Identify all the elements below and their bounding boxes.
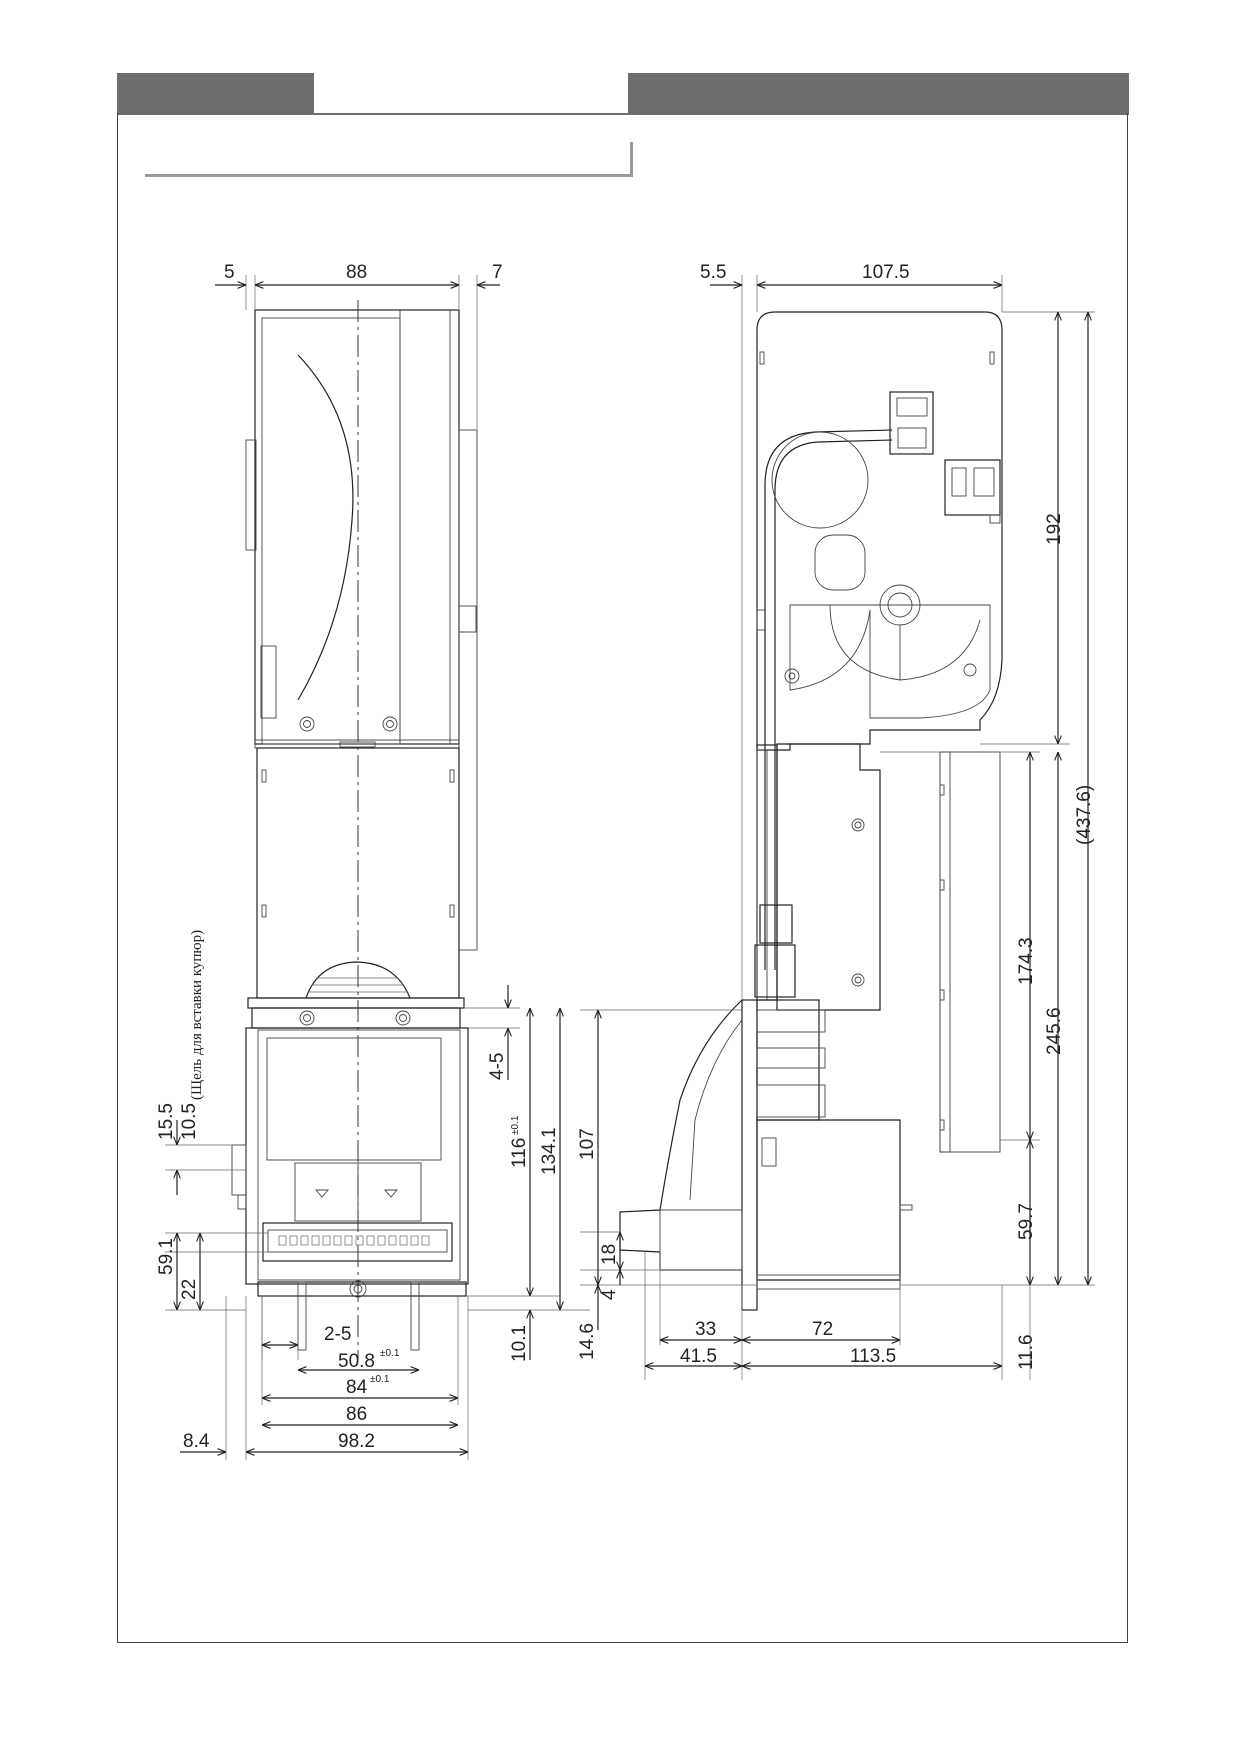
dim-116: 116 — [509, 1138, 530, 1168]
dim-14-6: 14.6 — [577, 1323, 598, 1360]
section-title-underline — [145, 142, 633, 177]
dim-86: 86 — [346, 1404, 367, 1425]
dim-50-8: 50.8 — [338, 1351, 375, 1372]
dim-left-margin: 5 — [224, 262, 235, 283]
dim-10-5: 10.5 — [179, 1103, 200, 1140]
dim-2-5: 2-5 — [324, 1324, 351, 1345]
dim-116-tolerance: ±0.1 — [510, 1115, 521, 1135]
dim-84-tolerance: ±0.1 — [370, 1374, 390, 1385]
header-bar-left — [117, 73, 314, 115]
dim-body-width: 88 — [346, 262, 367, 283]
dim-10-1: 10.1 — [509, 1325, 530, 1362]
dim-33: 33 — [695, 1319, 716, 1340]
dim-15-5: 15.5 — [156, 1103, 177, 1140]
dim-8-4: 8.4 — [183, 1431, 210, 1452]
side-view: 5.5 107.5 192 (437.6) 174.3 245.6 59.7 1… — [577, 262, 1095, 1380]
page-frame — [117, 113, 1128, 1643]
dim-107-5: 107.5 — [862, 262, 910, 283]
dim-192: 192 — [1044, 513, 1065, 545]
banknote-slot-note: (Щель для вставки купюр) — [189, 930, 205, 1100]
dim-174-3: 174.3 — [1016, 937, 1037, 985]
dim-113-5: 113.5 — [850, 1346, 896, 1367]
dim-5-5: 5.5 — [700, 262, 726, 283]
header-bar-right — [628, 73, 1129, 115]
front-view: 5 88 7 15.5 10.5 59.1 22 (Щель для встав… — [156, 262, 590, 1460]
dim-437-6: (437.6) — [1074, 785, 1095, 845]
dim-84: 84 — [346, 1377, 368, 1398]
dim-right-margin: 7 — [492, 262, 503, 283]
dim-59-1: 59.1 — [156, 1238, 177, 1275]
dim-72: 72 — [812, 1319, 833, 1340]
dim-18: 18 — [599, 1244, 620, 1265]
dim-107: 107 — [577, 1128, 598, 1160]
dim-245-6: 245.6 — [1044, 1007, 1065, 1055]
dim-134-1: 134.1 — [539, 1127, 560, 1175]
dim-22: 22 — [179, 1279, 200, 1300]
dim-11-6: 11.6 — [1016, 1334, 1037, 1370]
dim-98-2: 98.2 — [338, 1431, 375, 1452]
dim-59-7: 59.7 — [1016, 1203, 1037, 1240]
dim-41-5: 41.5 — [680, 1346, 717, 1367]
dim-50-8-tolerance: ±0.1 — [380, 1348, 400, 1359]
header-tab — [314, 73, 628, 115]
dim-4: 4 — [599, 1289, 620, 1300]
dim-4-5: 4-5 — [487, 1053, 508, 1080]
